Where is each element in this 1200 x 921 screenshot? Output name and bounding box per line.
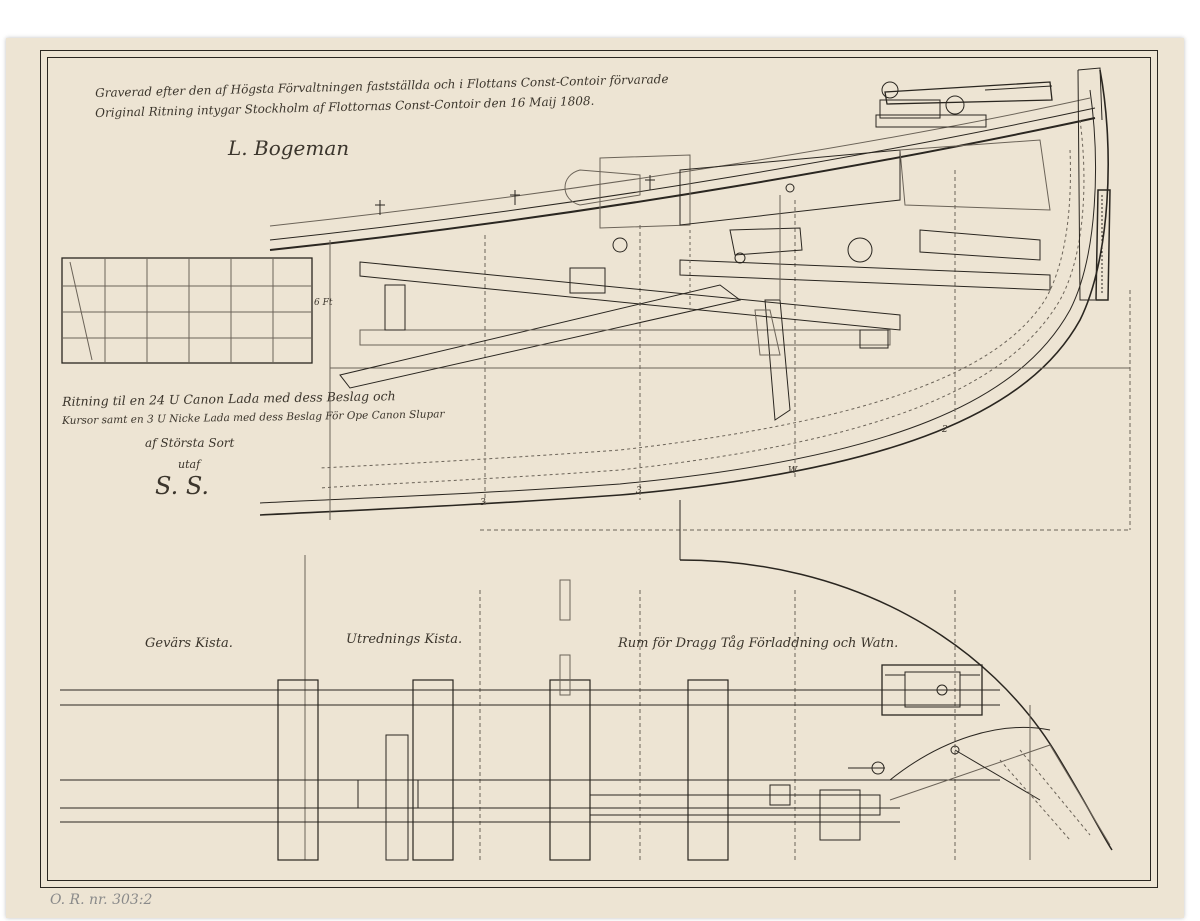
caption-utaf: utaf	[178, 458, 201, 471]
inner-frame-border	[47, 57, 1151, 881]
hull-mark-w: W	[788, 466, 798, 476]
hull-mark-2: 2	[942, 425, 948, 435]
scale-grid	[61, 257, 313, 364]
outer-frame-border	[40, 50, 1158, 888]
label-rum: Rum för Dragg Tåg Förladdning och Watn.	[618, 636, 899, 651]
label-utrednings-kista: Utrednings Kista.	[346, 632, 463, 647]
catalog-number: O. R. nr. 303:2	[50, 892, 153, 908]
upper-elevation-view	[259, 67, 1131, 531]
upper-cannon	[875, 81, 1053, 128]
engraver-signature: L. Bogeman	[228, 136, 350, 160]
label-gevars-kista: Gevärs Kista.	[145, 636, 233, 651]
lower-plan-view	[60, 500, 1113, 861]
caption-initials: S. S.	[155, 472, 210, 500]
hull-mark-3a: 3	[480, 498, 486, 508]
caption-line3: af Största Sort	[145, 436, 235, 450]
hull-mark-3b: 3	[636, 486, 642, 496]
scale-label: 6 Ft	[314, 298, 333, 308]
